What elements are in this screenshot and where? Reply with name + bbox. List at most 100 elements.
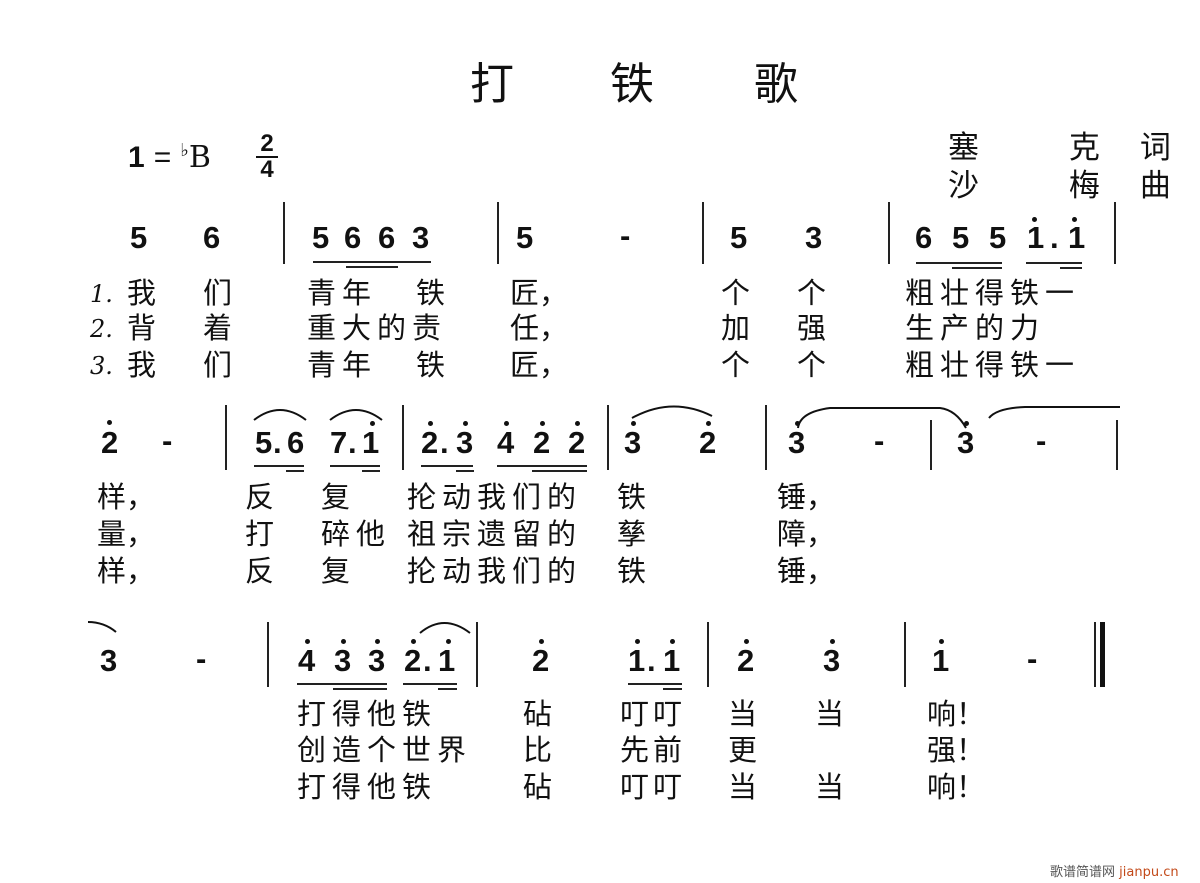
note: 2 <box>404 643 422 678</box>
dash: - <box>874 423 885 458</box>
lyric: 粗壮得铁一 <box>905 276 1081 310</box>
key-signature: 1 = ♭B <box>128 140 211 180</box>
barline <box>402 405 404 470</box>
lyric: 我 <box>127 276 157 310</box>
flat-icon: ♭ <box>180 140 189 161</box>
high-octave-dot <box>446 639 451 644</box>
time-numerator: 2 <box>260 130 274 157</box>
final-barline-thin <box>1094 622 1096 687</box>
beam-line <box>663 688 682 690</box>
key-tonic: 1 <box>128 141 145 174</box>
note: 1 <box>628 643 646 678</box>
note: 5 <box>255 425 273 460</box>
dash: - <box>1027 641 1038 676</box>
lyric: 抡动我们的 <box>407 554 583 588</box>
note: 2 <box>533 425 551 460</box>
dash: - <box>620 218 631 253</box>
high-octave-dot <box>575 421 580 426</box>
lyric: 响！ <box>927 770 986 804</box>
lyric: 砧 <box>523 770 553 804</box>
lyric: 铁 <box>416 276 446 310</box>
lyric: 砧 <box>523 697 553 731</box>
time-denominator: 4 <box>260 156 274 183</box>
lyric: 背 <box>127 311 157 345</box>
beam-line <box>286 470 304 472</box>
lyric: 铁 <box>416 348 446 382</box>
lyric: 强！ <box>927 733 986 767</box>
note: 3 <box>624 425 642 460</box>
lyric: 任， <box>510 311 569 345</box>
high-octave-dot <box>635 639 640 644</box>
beam-line <box>297 683 387 685</box>
lyric: 锤， <box>777 554 836 588</box>
lyric: 当 <box>728 697 758 731</box>
beam-line <box>346 266 398 268</box>
beam-line <box>952 267 1002 269</box>
high-octave-dot <box>504 421 509 426</box>
beam-line <box>916 262 1002 264</box>
lyric: 打得他铁 <box>297 697 438 731</box>
watermark-url: jianpu.cn <box>1119 865 1179 880</box>
high-octave-dot <box>795 421 800 426</box>
high-octave-dot <box>830 639 835 644</box>
note-high-1: 1 <box>1027 220 1045 255</box>
beam-line <box>438 688 457 690</box>
high-octave-dot <box>305 639 310 644</box>
lyric: 复 <box>321 480 351 514</box>
lyric: 着 <box>203 311 233 345</box>
title-char: 铁 <box>610 59 654 110</box>
lyric: 们 <box>203 348 233 382</box>
lyric: 我 <box>127 348 157 382</box>
lyric: 碎他 <box>321 517 392 551</box>
note: 4 <box>497 425 515 460</box>
high-octave-dot <box>370 421 375 426</box>
note: 3 <box>788 425 806 460</box>
lyric: 叮叮 <box>620 770 687 804</box>
slur <box>631 405 713 419</box>
high-octave-dot <box>540 421 545 426</box>
note: 1 <box>438 643 456 678</box>
beam-line <box>456 470 474 472</box>
lyric: 样， <box>97 480 156 514</box>
lyric: 先前 <box>620 733 687 767</box>
barline <box>607 405 609 470</box>
beam-line <box>497 465 587 467</box>
lyric: 重大的责 <box>307 311 448 345</box>
lyric: 更 <box>728 733 758 767</box>
note: 3 <box>334 643 352 678</box>
high-octave-dot <box>341 639 346 644</box>
lyric: 铁 <box>617 554 647 588</box>
lyric: 抡动我们的 <box>407 480 583 514</box>
lyric: 当 <box>728 770 758 804</box>
beam-line <box>313 261 431 263</box>
high-octave-dot <box>411 639 416 644</box>
lyric: 粗壮得铁一 <box>905 348 1081 382</box>
lyric: 反 <box>245 480 275 514</box>
high-octave-dot <box>964 421 969 426</box>
note: 2 <box>421 425 439 460</box>
lyric: 样， <box>97 554 156 588</box>
note: 2 <box>532 643 550 678</box>
key-note: B <box>188 140 211 175</box>
time-signature: 2 4 <box>256 130 278 183</box>
high-octave-dot <box>463 421 468 426</box>
barline <box>1116 420 1118 470</box>
lyric: 青年 <box>307 276 378 310</box>
high-octave-dot <box>939 639 944 644</box>
lyric: 强 <box>797 311 827 345</box>
lyric: 们 <box>203 276 233 310</box>
barline <box>888 202 890 264</box>
note: 5 <box>130 220 148 255</box>
high-octave-dot <box>1072 217 1077 222</box>
note: 6 <box>915 220 933 255</box>
note: 2 <box>568 425 586 460</box>
high-octave-dot <box>744 639 749 644</box>
barline <box>904 622 906 687</box>
note: 3 <box>456 425 474 460</box>
verse-number: 2. <box>90 315 113 343</box>
dash: - <box>1036 423 1047 458</box>
beam-line <box>330 465 380 467</box>
lyric: 个 <box>721 348 751 382</box>
high-octave-dot <box>631 421 636 426</box>
watermark-site: 歌谱简谱网 <box>1050 865 1116 880</box>
